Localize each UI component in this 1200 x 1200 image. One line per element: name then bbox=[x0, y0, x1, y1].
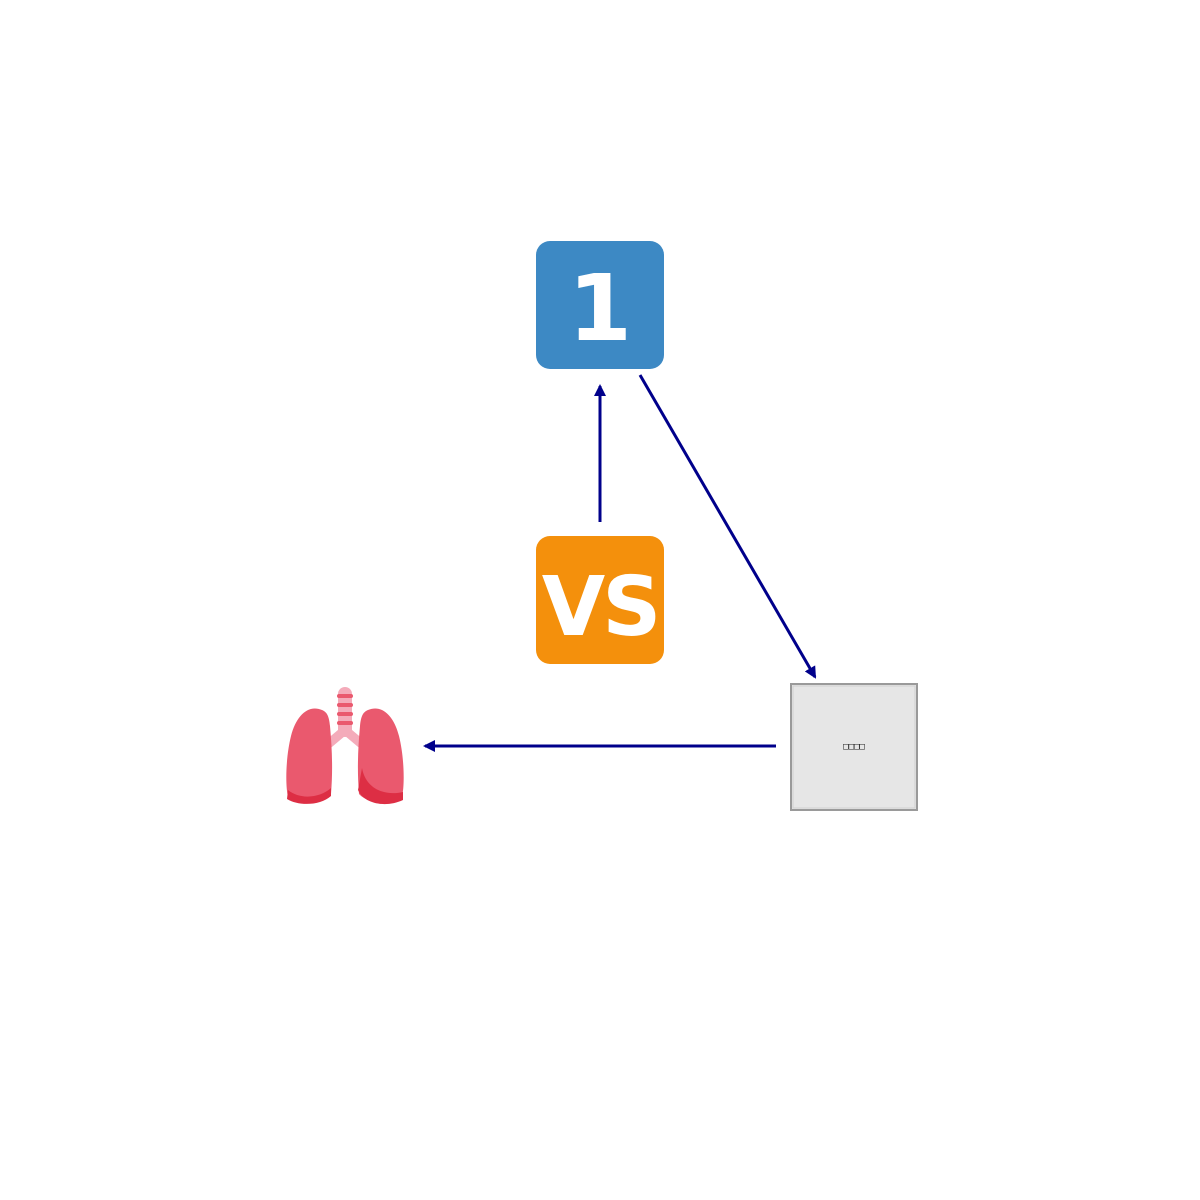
keycap-digit-one-icon: 1 bbox=[536, 241, 664, 369]
missing-glyph-box: □□□□ bbox=[790, 683, 918, 811]
edge-one-to-glyph bbox=[638, 374, 817, 679]
lungs-icon bbox=[286, 687, 404, 805]
vs-label: VS bbox=[542, 560, 659, 655]
keycap-one-label: 1 bbox=[568, 255, 632, 362]
vs-button-icon: VS bbox=[536, 536, 664, 664]
missing-glyph-label: □□□□ bbox=[843, 742, 865, 752]
